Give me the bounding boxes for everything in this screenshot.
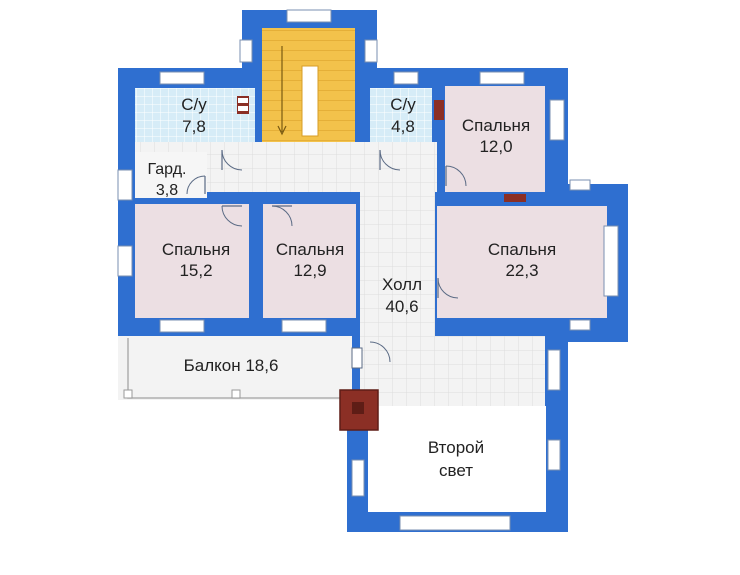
wardrobe-area	[135, 152, 207, 198]
balcony-label: Балкон 18,6	[184, 356, 279, 375]
window	[117, 245, 133, 277]
bath-right-area	[370, 88, 432, 142]
second-light-line1: Второй	[428, 438, 484, 457]
bedroom-right-area	[437, 206, 607, 318]
window	[117, 169, 133, 201]
vent-icon	[504, 194, 526, 202]
doors	[186, 149, 467, 369]
bedroom-left-area-label: 15,2	[179, 261, 212, 280]
bedroom-top-right-name: Спальня	[462, 116, 530, 135]
room-labels: С/у 7,8 С/у 4,8 Гард. 3,8 Спальня 12,0 С…	[148, 95, 557, 480]
bedroom-mid-area-label: 12,9	[293, 261, 326, 280]
bath-left-area-label: 7,8	[182, 117, 206, 136]
window	[159, 319, 205, 333]
door	[369, 341, 391, 363]
windows	[117, 9, 619, 531]
bath-left-area	[135, 88, 255, 142]
bath-right-name: С/у	[390, 95, 416, 114]
door	[186, 175, 206, 195]
balcony-area	[118, 336, 352, 400]
stair-arrow	[277, 46, 287, 136]
second-light-line2: свет	[439, 461, 473, 480]
chimney-flue	[352, 402, 364, 414]
bedroom-mid-name: Спальня	[276, 240, 344, 259]
stair-well	[301, 65, 319, 137]
bath-right-area-label: 4,8	[391, 117, 415, 136]
hall-name: Холл	[382, 275, 422, 294]
wardrobe-area-label: 3,8	[156, 182, 178, 199]
bath-left-name: С/у	[181, 95, 207, 114]
door	[221, 205, 243, 227]
bedroom-right-name: Спальня	[488, 240, 556, 259]
vent-icon	[238, 98, 248, 103]
window	[364, 39, 378, 63]
window	[281, 319, 327, 333]
window	[479, 71, 525, 85]
window	[547, 439, 561, 471]
hall-area-lower	[360, 336, 545, 406]
window	[603, 225, 619, 297]
bedroom-left-name: Спальня	[162, 240, 230, 259]
door	[445, 165, 467, 187]
window	[351, 459, 365, 497]
vent-icon	[434, 100, 444, 120]
balcony-post	[123, 389, 133, 399]
hall-area-vertical	[360, 142, 435, 338]
window	[569, 319, 591, 331]
window	[286, 9, 332, 23]
window	[569, 179, 591, 191]
window	[239, 39, 253, 63]
second-light-area	[368, 406, 546, 512]
bedroom-left-area	[135, 204, 249, 318]
bedroom-mid-area	[263, 204, 356, 318]
balcony-post	[231, 389, 241, 399]
window	[549, 99, 565, 141]
window	[399, 515, 511, 531]
vent-icon	[238, 106, 248, 111]
hall-area-label: 40,6	[385, 297, 418, 316]
wardrobe-name: Гард.	[148, 161, 187, 178]
window	[547, 349, 561, 391]
bedroom-right-area-label: 22,3	[505, 261, 538, 280]
window	[159, 71, 205, 85]
fixtures	[237, 96, 526, 202]
window	[393, 71, 419, 85]
bedroom-top-right-area-label: 12,0	[479, 137, 512, 156]
door	[351, 347, 363, 369]
